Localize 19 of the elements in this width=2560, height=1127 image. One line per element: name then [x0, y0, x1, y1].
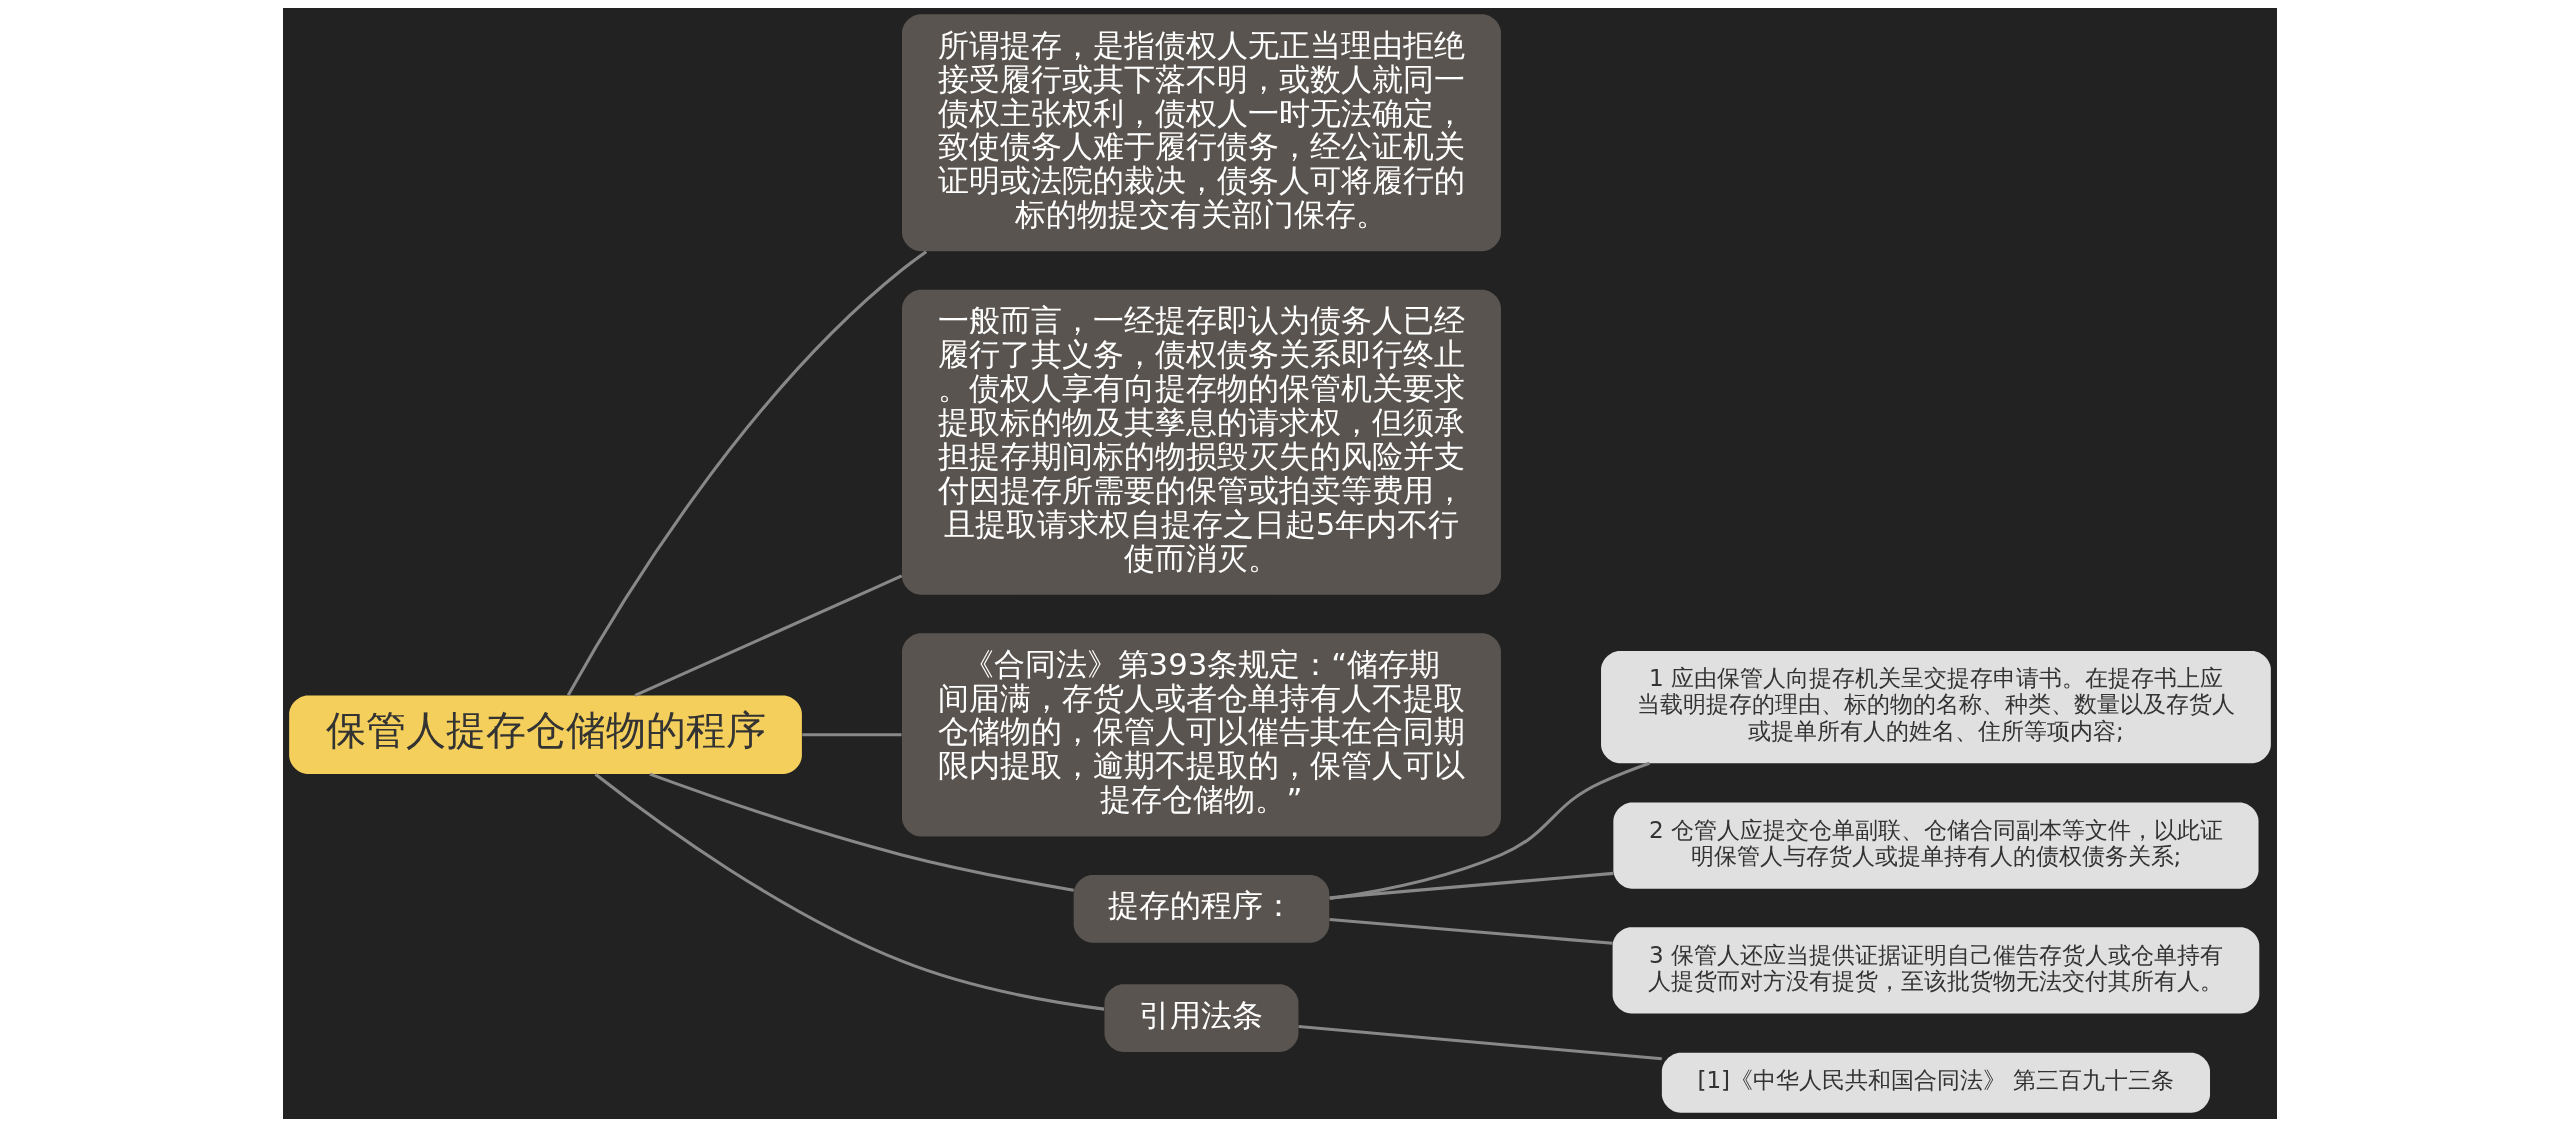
node-box: 《合同法》第393条规定：“储存期间届满，存货人或者仓单持有人不提取仓储物的，保管人可以催告其在合同期限内提取，逾期不提取的，保管人可以提存仓储物。” [902, 633, 1501, 837]
connector [1329, 871, 1614, 900]
connector [566, 250, 928, 697]
connector [802, 733, 902, 737]
connector [649, 772, 1074, 892]
node-box: 提存的程序： [1073, 874, 1330, 943]
node-box: 保管人提存仓储物的程序 [289, 695, 802, 775]
connector [1329, 917, 1613, 945]
node-box: [1]《中华人民共和国合同法》 第三百九十三条 [1661, 1052, 2210, 1113]
node-box: 所谓提存，是指债权人无正当理由拒绝接受履行或其下落不明，或数人就同一债权主张权利，债权人一时无法确定，致使债务人难于履行债务，经公证机关证明或法院的裁决，债务人可将履行的标的物提交有关部门保存。 [902, 14, 1501, 252]
node-box: 1 应由保管人向提存机关呈交提存申请书。在提存书上应当载明提存的理由、标的物的名称、种类、数量以及存货人或提单所有人的姓名、住所等项内容; [1601, 650, 2271, 764]
node-box: 一般而言，一经提存即认为债务人已经履行了其义务，债权债务关系即行终止。债权人享有向提存物的保管机关要求提取标的物及其孳息的请求权，但须承担提存期间标的物损毁灭失的风险并支付因提存所需要的保管或拍卖等费用，且提取请求权自提存之日起5年内不行使而消灭。 [902, 289, 1501, 595]
node-box: 3 保管人还应当提供证据证明自己催告存货人或仓单持有人提货而对方没有提货，至该批货物无法交付其所有人。 [1612, 927, 2260, 1014]
connector [594, 773, 1105, 1011]
connector [1329, 761, 1650, 901]
node-box: 引用法条 [1104, 984, 1299, 1052]
connector [1298, 1025, 1662, 1061]
connector [634, 574, 903, 697]
node-box: 2 仓管人应提交仓单副联、仓储合同副本等文件，以此证明保管人与存货人或提单持有人的债权债务关系; [1613, 802, 2259, 889]
